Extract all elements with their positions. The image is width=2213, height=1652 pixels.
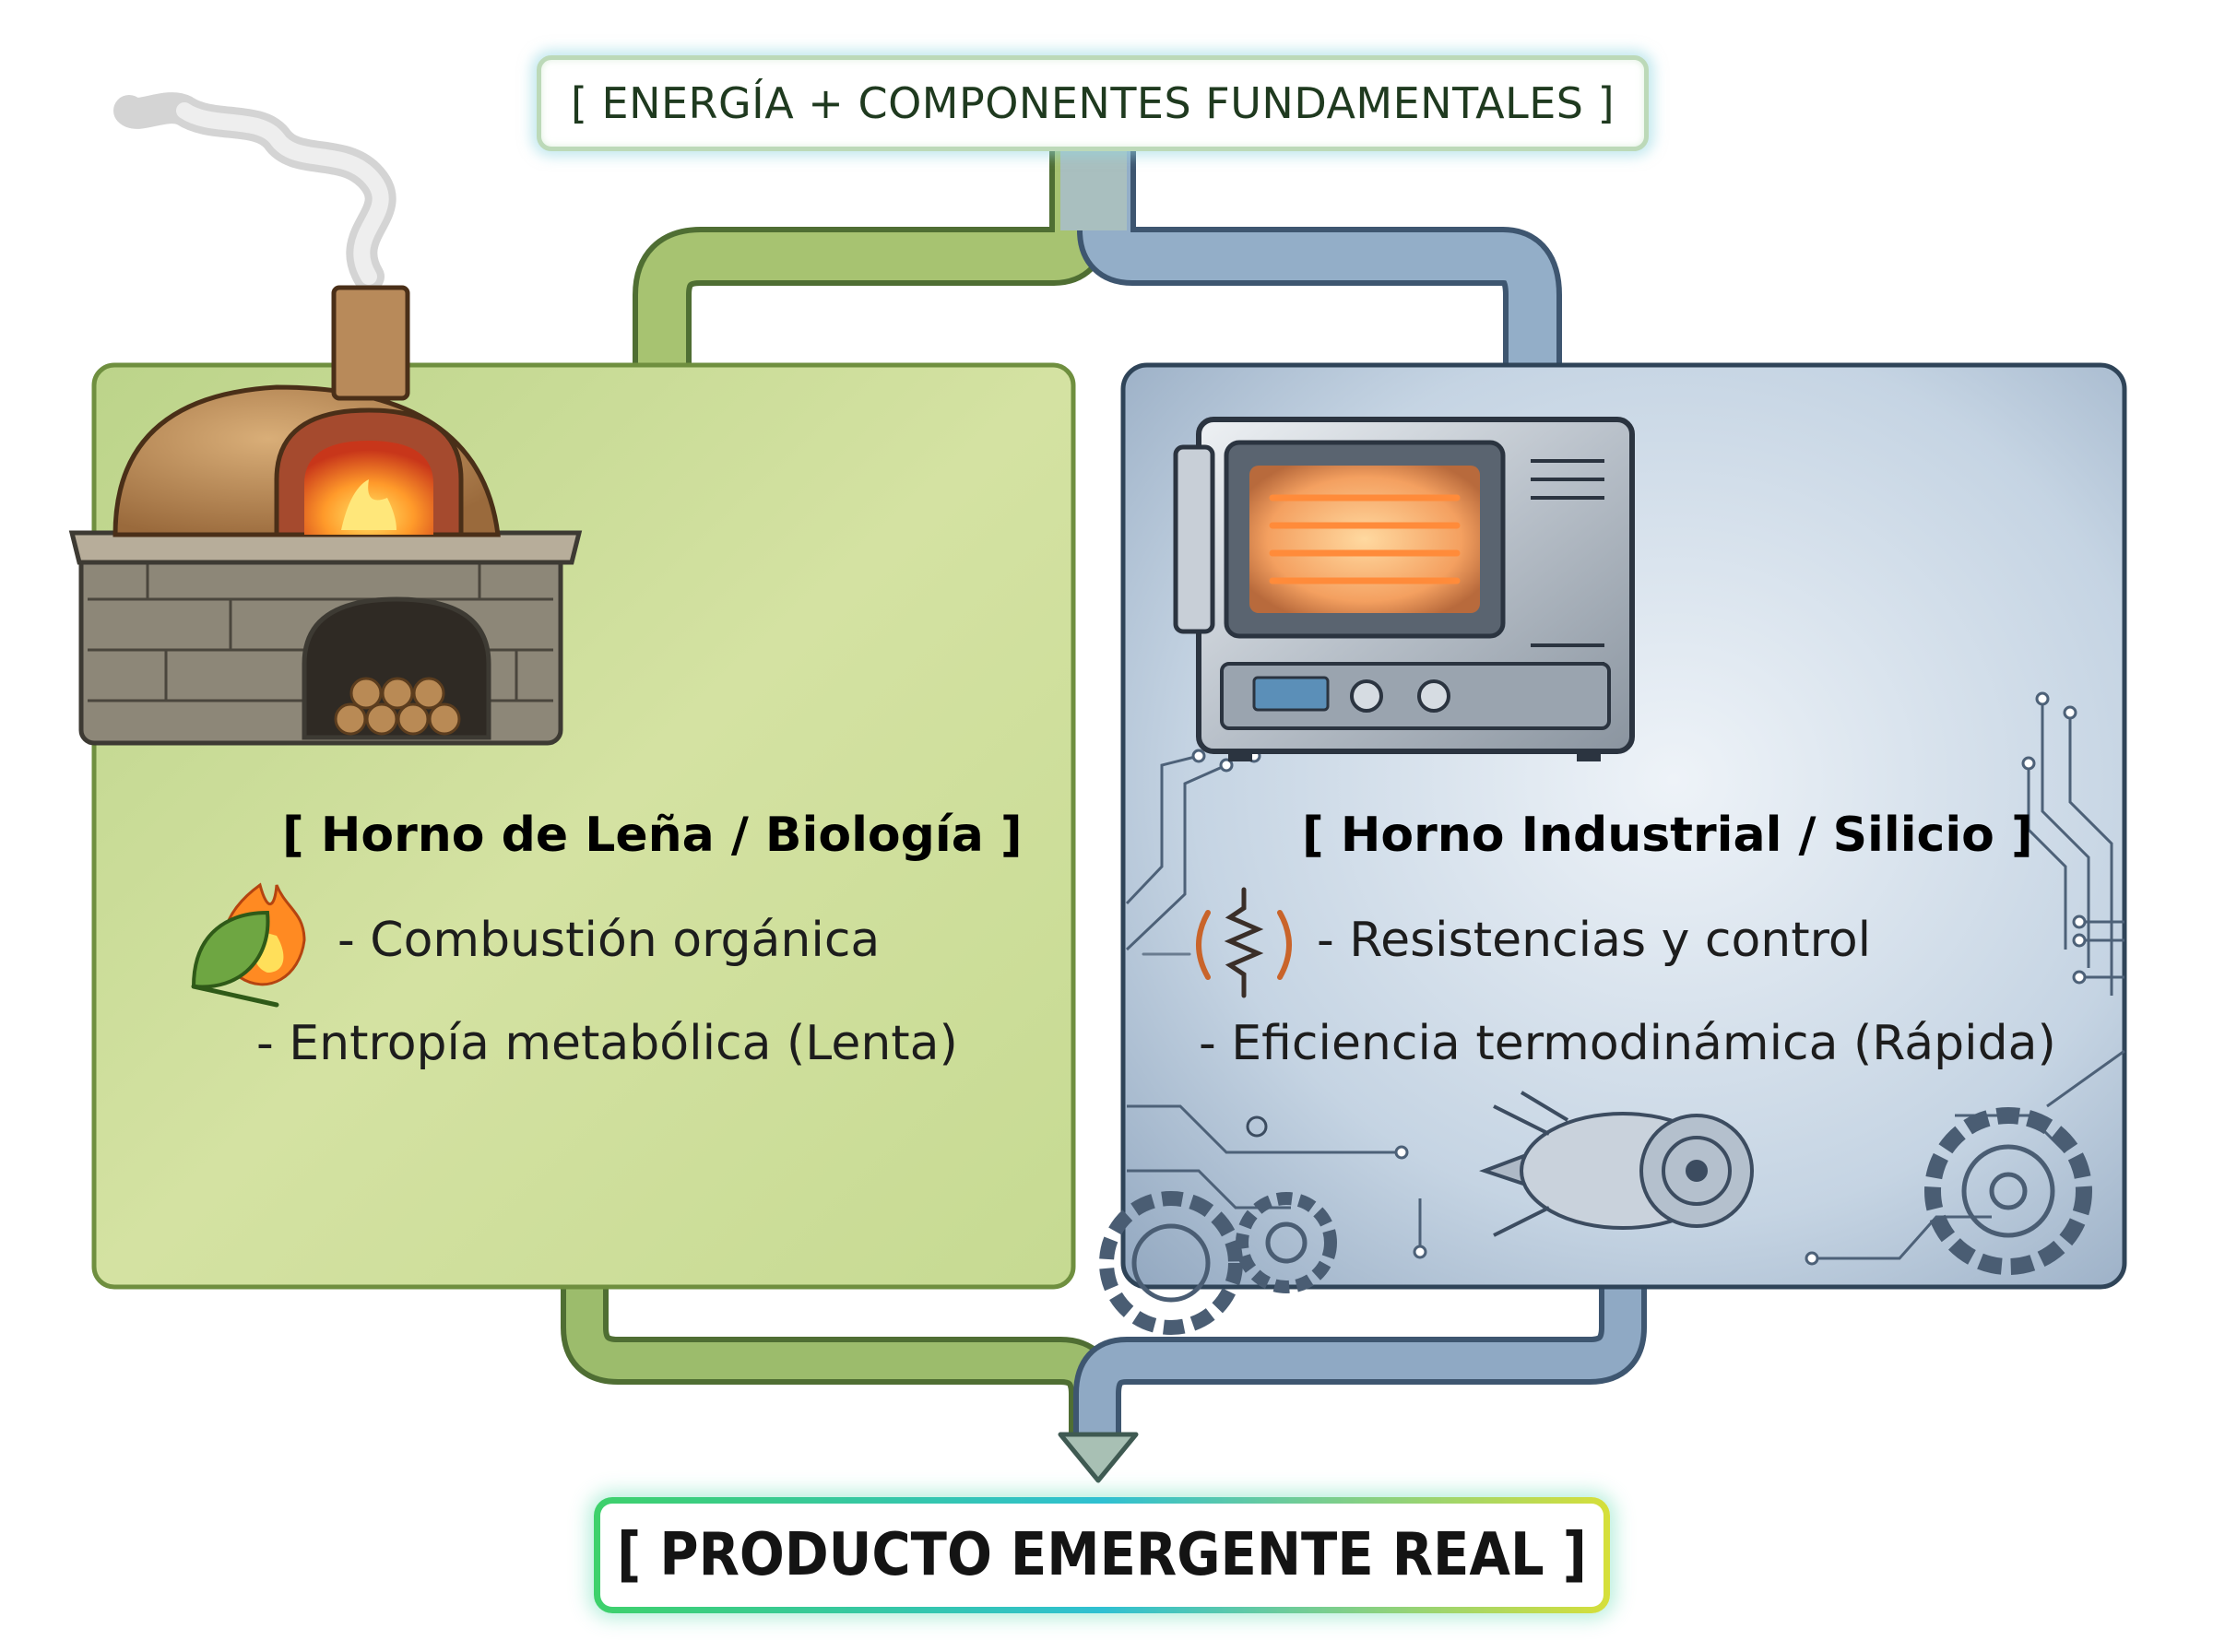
gear-icon bbox=[1099, 1107, 2092, 1335]
left-panel-line-1: - Combustión orgánica bbox=[337, 913, 881, 968]
bottom-connector bbox=[561, 1287, 1647, 1483]
top-connector bbox=[633, 148, 1562, 365]
down-arrow-icon bbox=[1058, 1432, 1139, 1483]
emergent-product-box: [ PRODUCTO EMERGENTE REAL ] bbox=[594, 1497, 1610, 1613]
industrial-oven-icon bbox=[1173, 417, 1635, 761]
turbine-icon bbox=[1479, 1091, 1754, 1237]
right-panel-title: [ Horno Industrial / Silicio ] bbox=[1302, 808, 2033, 863]
emergent-product-label: [ PRODUCTO EMERGENTE REAL ] bbox=[617, 1521, 1587, 1589]
wood-fired-oven-icon bbox=[68, 92, 583, 746]
left-panel-line-2: - Entropía metabólica (Lenta) bbox=[256, 1016, 958, 1071]
energy-components-label: [ ENERGÍA + COMPONENTES FUNDAMENTALES ] bbox=[570, 78, 1615, 128]
right-panel-line-2: - Eficiencia termodinámica (Rápida) bbox=[1199, 1016, 2056, 1071]
heating-resistor-icon bbox=[1142, 887, 1292, 998]
energy-components-box: [ ENERGÍA + COMPONENTES FUNDAMENTALES ] bbox=[537, 55, 1649, 151]
right-panel-line-1: - Resistencias y control bbox=[1317, 913, 1872, 968]
leaf-fire-icon bbox=[191, 882, 306, 1008]
left-panel-title: [ Horno de Leña / Biología ] bbox=[282, 808, 1023, 863]
